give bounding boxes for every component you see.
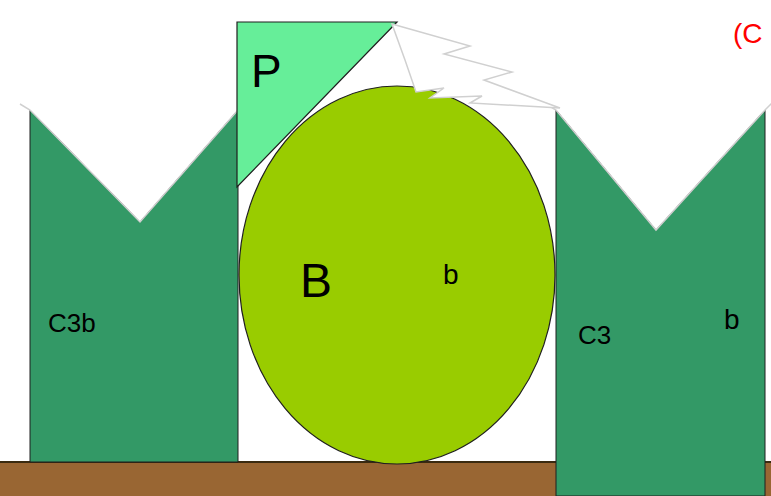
fragment-name: b (443, 261, 459, 289)
factor-b-ellipse-outline (238, 85, 556, 465)
fragment-body (556, 110, 765, 496)
fragment-name: C3b (48, 310, 96, 336)
c3-fragment: C3 b (556, 110, 765, 496)
fragment-name: b (724, 306, 740, 334)
cleavage-edge (546, 102, 771, 230)
properdin-triangle: P (237, 22, 397, 187)
cleavage-edge (20, 102, 246, 222)
fragment-name: C3 (578, 322, 611, 348)
c3b-fragment-outline (30, 110, 238, 462)
factor-b-ellipse: Bb (238, 85, 556, 465)
triangle-body (237, 22, 397, 187)
properdin-triangle-outline (237, 22, 397, 187)
fragment-body (30, 110, 238, 462)
ellipse-body (239, 86, 555, 464)
c3b-fragment: C3b (30, 110, 238, 462)
cleavage-break (392, 24, 560, 108)
factor-name: B (300, 257, 332, 305)
c3-fragment-outline (556, 110, 765, 496)
truncated-label: (C (733, 20, 763, 48)
factor-name: P (251, 48, 282, 94)
